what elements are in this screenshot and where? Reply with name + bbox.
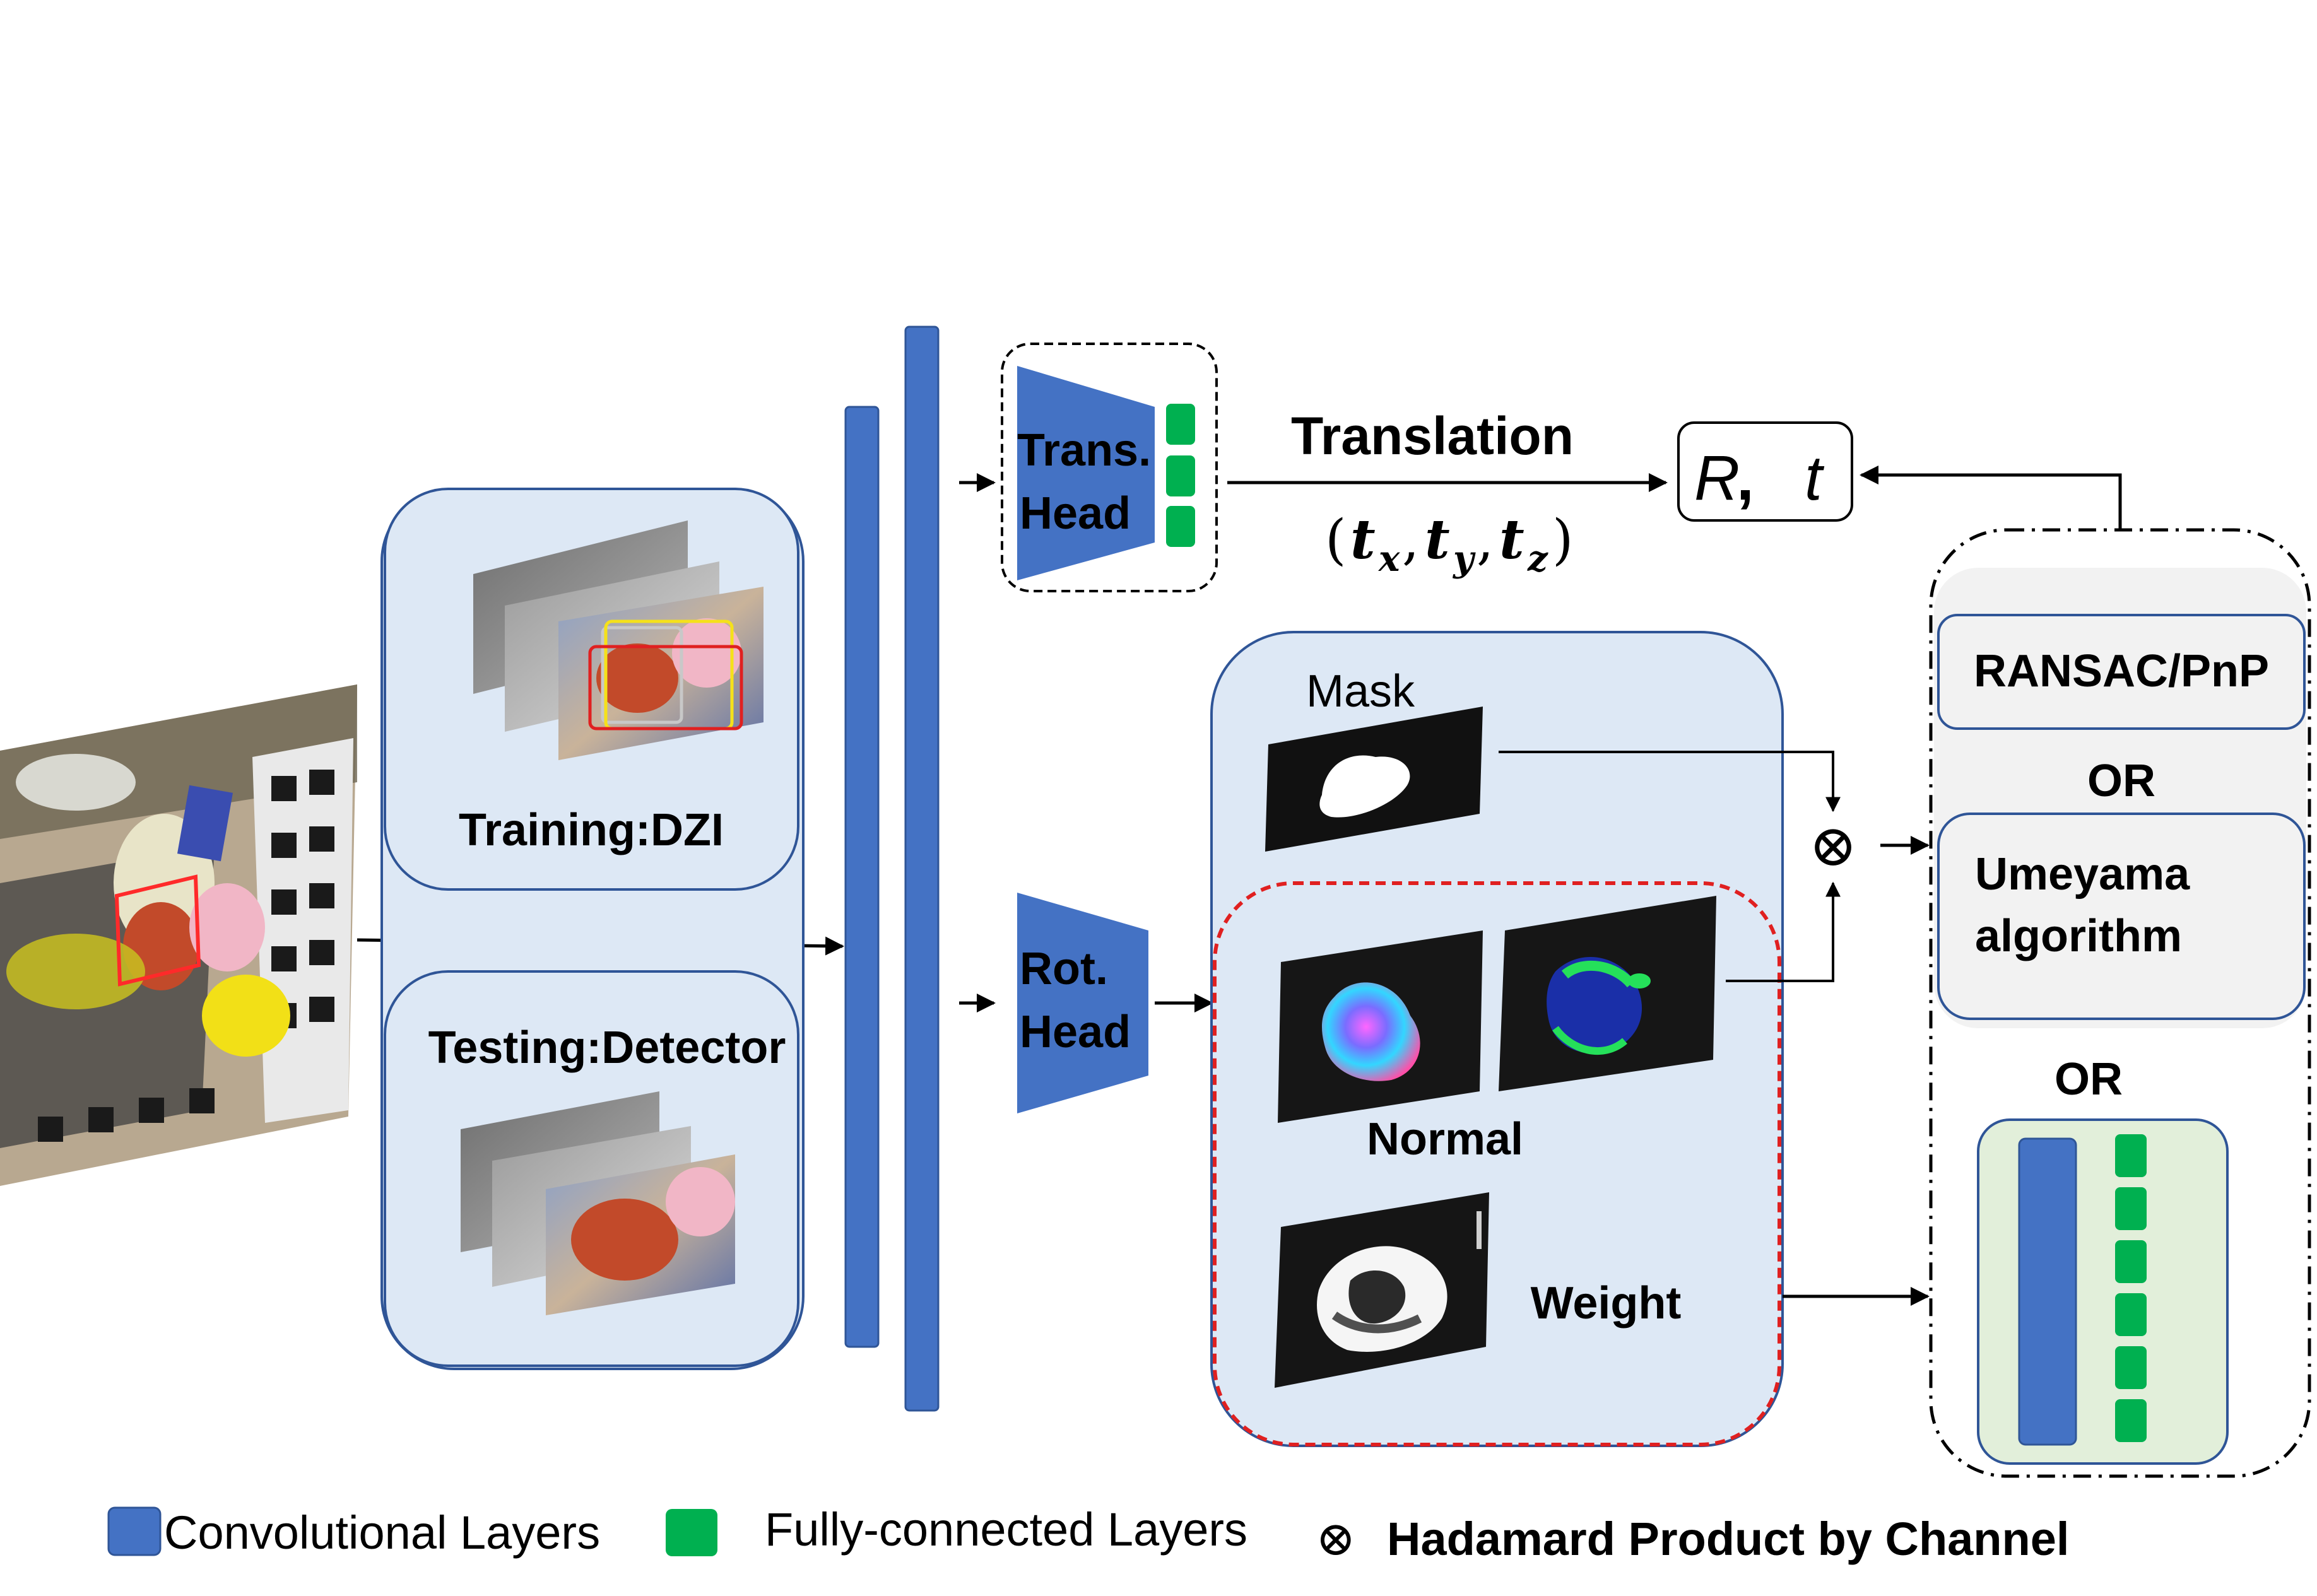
umeyama-label-line2: algorithm — [1975, 911, 2182, 961]
learned-fc-block-2 — [2115, 1187, 2147, 1230]
or-label-2: OR — [2055, 1054, 2123, 1105]
trans-fc-block-1 — [1166, 404, 1195, 445]
learned-fc-block-4 — [2115, 1293, 2147, 1336]
input-scene-image — [0, 684, 357, 1186]
mask-map-image — [1265, 707, 1483, 852]
mask-label: Mask — [1306, 666, 1415, 717]
legend-hadamard-symbol: ⊗ — [1316, 1510, 1356, 1566]
tx-subscript: x — [1378, 538, 1400, 580]
tx-symbol: t — [1350, 508, 1376, 572]
legend-conv-label: Convolutional Layers — [164, 1506, 600, 1559]
svg-text:,: , — [1477, 508, 1494, 572]
normal-label: Normal — [1367, 1114, 1523, 1165]
pose-R-symbol: R — [1694, 443, 1740, 513]
tz-symbol: t — [1499, 508, 1524, 572]
weight-label: Weight — [1531, 1278, 1682, 1329]
learned-fc-block-1 — [2115, 1134, 2147, 1177]
legend-fc-label: Fully-connected Layers — [765, 1503, 1247, 1556]
trans-fc-block-3 — [1166, 506, 1195, 547]
learned-solver-box — [1977, 1118, 2229, 1465]
training-dzi-label: Training:DZI — [459, 805, 724, 855]
pose-output-box — [1677, 421, 1853, 522]
translation-vector-label: ( t x , t y , t z ) — [1325, 508, 1574, 580]
trans-head-conv — [1017, 366, 1155, 580]
ransac-pnp-box — [1937, 614, 2306, 730]
testing-detector-label: Testing:Detector — [428, 1023, 786, 1073]
normal-weight-dashed-group — [1213, 881, 1781, 1446]
solver-to-pose-arrow — [1860, 466, 2122, 530]
umeyama-box — [1937, 813, 2306, 1020]
mask-to-hadamard-arrow — [1499, 751, 1841, 813]
ransac-pnp-label: RANSAC/PnP — [1974, 646, 2269, 696]
translation-label: Translation — [1291, 406, 1574, 466]
hadamard-product-node: ⊗ — [1808, 812, 1857, 879]
trans-head-box — [1001, 343, 1218, 592]
learned-fc-block-5 — [2115, 1346, 2147, 1389]
legend: Convolutional Layers Fully-connected Lay… — [107, 1503, 2069, 1566]
training-crop-stack — [473, 520, 763, 760]
learned-fc-block-3 — [2115, 1240, 2147, 1283]
svg-text:,: , — [1402, 508, 1419, 572]
pose-solver-panel — [1929, 528, 2311, 1478]
svg-text:(: ( — [1325, 508, 1347, 572]
legend-conv-swatch — [107, 1506, 162, 1556]
rot-head-label-line1: Rot. — [1020, 944, 1108, 994]
trans-head-label-line2: Head — [1020, 488, 1131, 539]
learned-solver-fc-stack — [2115, 1134, 2147, 1442]
rot-head-conv — [1017, 893, 1148, 1113]
testing-crop-stack — [461, 1091, 735, 1315]
rot-head-label-line2: Head — [1020, 1007, 1131, 1057]
weight-map-image — [1275, 1192, 1489, 1388]
ty-symbol: t — [1425, 508, 1450, 572]
normal-map-image-1 — [1278, 930, 1483, 1123]
legend-hadamard-label: Hadamard Product by Channel — [1387, 1513, 2069, 1565]
svg-text:,: , — [1736, 443, 1754, 513]
backbone-conv-layer-1 — [844, 406, 880, 1348]
ty-subscript: y — [1452, 538, 1476, 580]
tz-subscript: z — [1527, 538, 1548, 580]
learned-solver-conv — [2018, 1137, 2077, 1446]
svg-text:): ) — [1552, 508, 1574, 572]
normal-to-hadamard-arrow — [1726, 881, 1841, 982]
trans-head-label-line1: Trans. — [1017, 425, 1151, 476]
backbone-conv-layer-2 — [904, 326, 940, 1412]
umeyama-label-line1: Umeyama — [1975, 849, 2190, 900]
legend-fc-swatch — [666, 1509, 717, 1556]
trans-fc-block-2 — [1166, 455, 1195, 496]
pose-t-symbol: t — [1805, 443, 1825, 513]
normal-map-image-2 — [1499, 896, 1716, 1091]
learned-fc-block-6 — [2115, 1399, 2147, 1442]
or-label-1: OR — [2087, 756, 2155, 806]
